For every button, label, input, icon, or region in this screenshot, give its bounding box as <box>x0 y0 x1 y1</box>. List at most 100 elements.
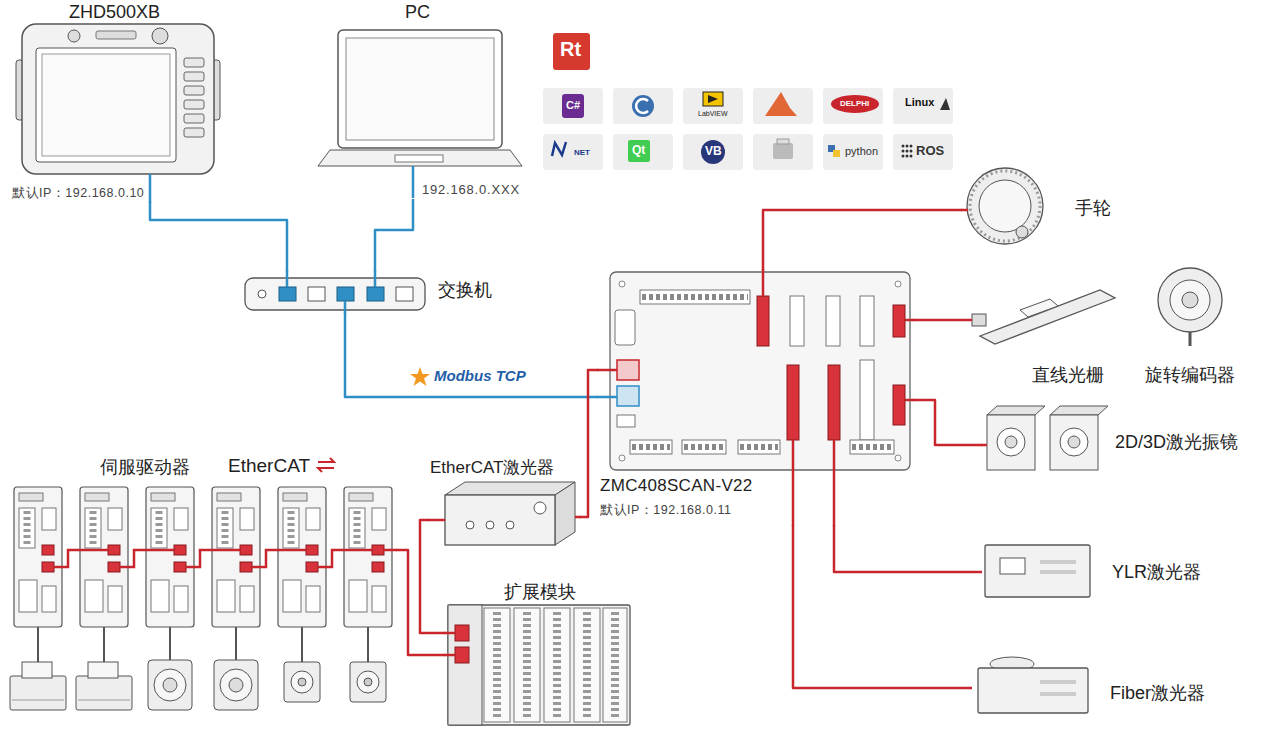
software-logo-text: NET <box>574 148 590 157</box>
motion-controller-board <box>850 440 894 454</box>
modbus-logo <box>410 367 430 386</box>
software-icons <box>613 88 673 124</box>
servo-drive <box>344 487 392 662</box>
motion-controller-board <box>762 269 765 296</box>
motion-controller-board <box>895 455 901 461</box>
laptop <box>318 150 522 166</box>
ethercat-laser <box>427 482 581 545</box>
teach-pendant <box>149 174 152 203</box>
galvo-scanner <box>987 415 1035 470</box>
ethercat-laser <box>534 502 546 514</box>
ethernet-cable <box>375 199 413 272</box>
expansion-module <box>455 647 469 663</box>
network-switch <box>258 290 266 298</box>
motion-controller-board <box>597 269 914 526</box>
network-switch <box>367 287 384 301</box>
galvo-scanner <box>1005 436 1017 448</box>
teach-pendant <box>68 30 80 42</box>
software-icons <box>833 150 840 157</box>
fiber-laser <box>1040 680 1076 684</box>
software-icons <box>910 155 913 158</box>
signal-cable <box>396 550 445 655</box>
software-icons <box>753 134 813 170</box>
motion-controller-board <box>828 365 840 440</box>
software-icons <box>902 145 905 148</box>
software-logo-text: ROS <box>916 144 944 159</box>
ethercat-laser <box>445 495 555 545</box>
software-icons <box>823 134 883 170</box>
ylr-laser <box>1040 560 1076 564</box>
motion-controller-board <box>833 440 836 526</box>
device-label: 伺服驱动器 <box>100 457 190 478</box>
expansion-module <box>484 608 510 722</box>
motion-controller-board <box>905 319 914 322</box>
ethercat-laser <box>427 519 445 522</box>
expansion-module <box>514 608 540 722</box>
teach-pendant <box>22 24 214 174</box>
software-icons <box>831 95 879 113</box>
ethernet-cable <box>150 202 287 272</box>
software-icons <box>708 95 718 103</box>
device-label: 旋转编码器 <box>1145 365 1235 386</box>
teach-pendant <box>36 48 176 162</box>
teach-pendant <box>16 24 220 203</box>
motion-controller-board <box>640 290 750 304</box>
software-icons <box>632 95 654 117</box>
teach-pendant <box>152 28 168 44</box>
software-icons <box>765 92 797 116</box>
galvo-node: 2D/3D激光振镜 <box>982 402 1264 484</box>
teach-pendant <box>184 72 204 81</box>
device-label: YLR激光器 <box>1112 562 1201 583</box>
ethercat-logo-arrows <box>318 458 334 462</box>
motion-controller-board <box>826 296 840 346</box>
motion-controller-board <box>905 399 914 402</box>
ip-address: 默认IP：192.168.0.10 <box>12 186 144 200</box>
network-switch <box>396 287 413 301</box>
ethercat-laser-node: EtherCAT激光器 <box>428 458 580 553</box>
software-icons <box>543 134 603 170</box>
device-label: EtherCAT激光器 <box>430 458 554 478</box>
stepper-motor <box>284 662 320 702</box>
handwheel <box>961 168 1043 244</box>
software-icons <box>902 150 905 153</box>
ylr-laser <box>1040 570 1076 574</box>
software-icons <box>906 145 909 148</box>
linear-module <box>76 662 132 710</box>
signal-cable <box>834 525 982 572</box>
ylr-laser-node: YLR激光器 <box>982 537 1222 605</box>
expansion-module <box>523 612 531 718</box>
device-label: ZMC408SCAN-V22 <box>600 476 753 496</box>
motion-controller-board <box>617 415 635 427</box>
galvo-scanner <box>1068 436 1080 448</box>
ethercat-logo-arrows <box>318 468 334 472</box>
signal-cable <box>420 520 445 633</box>
modbus-logo <box>410 367 430 386</box>
edge-label: Modbus TCP <box>432 367 528 384</box>
ip-address: 192.168.0.XXX <box>422 183 520 198</box>
software-icons <box>543 88 603 124</box>
device-label: PC <box>405 2 430 23</box>
signal-cable <box>580 370 598 517</box>
motion-controller-board <box>617 386 639 406</box>
device-label: Fiber激光器 <box>1110 683 1205 704</box>
software-icons <box>823 88 883 124</box>
motion-controller-board <box>893 305 905 337</box>
ylr-laser <box>985 545 1090 597</box>
servo-drives <box>120 550 174 567</box>
network-switch <box>344 301 347 313</box>
device-label: 直线光栅 <box>1032 365 1104 386</box>
servo-drives <box>384 549 397 552</box>
linear-scale <box>980 290 1115 344</box>
laptop <box>338 30 502 148</box>
motion-controller-board <box>615 310 635 345</box>
motion-controller-board <box>895 281 901 287</box>
signal-cable <box>763 210 962 270</box>
rotary-encoder <box>1158 268 1222 332</box>
motion-controller-board <box>740 444 778 450</box>
software-icons <box>552 142 566 156</box>
motion-controller-board <box>893 385 905 425</box>
software-logo-text: VB <box>705 145 722 159</box>
teach-pendant <box>96 31 136 39</box>
network-switch <box>308 287 325 301</box>
motion-controller-board <box>787 365 799 440</box>
